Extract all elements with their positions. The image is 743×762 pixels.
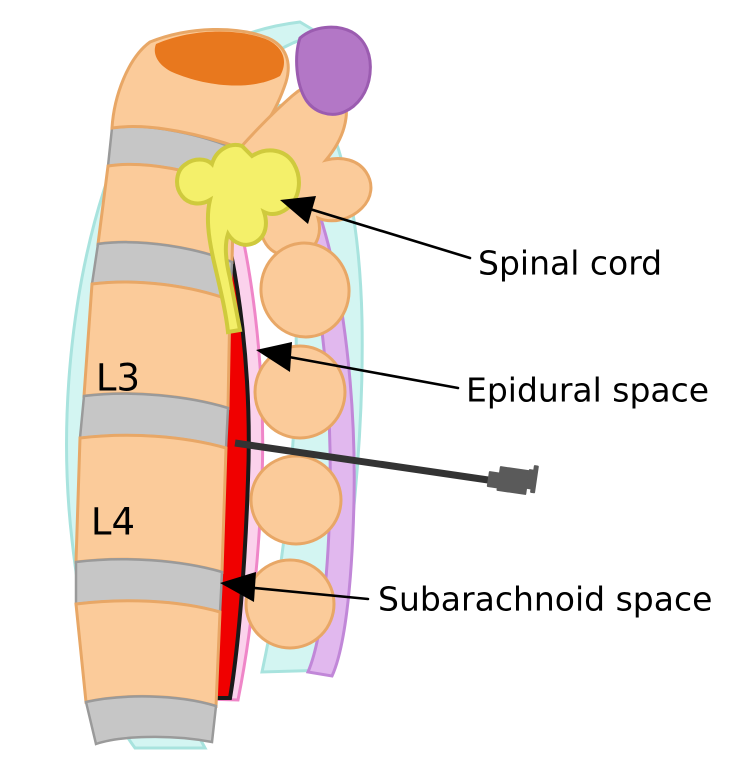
spinous-process-l3 (253, 344, 347, 440)
spinal-cord-label: Spinal cord (478, 244, 662, 283)
spinous-process-group (244, 241, 351, 650)
spinal-cord-shape (175, 143, 301, 335)
syringe-plunger-flange (530, 465, 539, 494)
vertebra-label-l3: L3 (96, 357, 140, 400)
callout-epidural-space: Epidural space (256, 342, 709, 410)
callout-subarachnoid-space: Subarachnoid space (220, 572, 712, 619)
callout-spinal-cord: Spinal cord (280, 196, 662, 283)
spinous-process-top-purple (295, 25, 372, 116)
spinous-process-l4 (249, 454, 343, 546)
syringe-barrel (496, 466, 530, 495)
vertebral-column (74, 25, 373, 746)
subarachnoid-space-leader-line (242, 585, 370, 601)
needle-shaft[interactable] (234, 439, 496, 485)
epidural-space-leader-line (276, 353, 460, 390)
cut-disc-surface (154, 31, 284, 86)
epidural-space-arrow-icon (256, 342, 292, 372)
spinal-cord-leader-line (298, 204, 472, 260)
subarachnoid-space-arrow-icon (220, 572, 256, 602)
spinal-cord-arrow-icon (280, 196, 316, 224)
spinous-process-l2 (259, 241, 351, 339)
syringe-hub[interactable] (486, 465, 539, 495)
disc-l5-s1 (84, 695, 218, 746)
epidural-space-label: Epidural space (466, 371, 709, 410)
spinal-needle-group[interactable] (234, 439, 539, 495)
vertebra-label-l4: L4 (91, 501, 135, 544)
vertebral-body-l5 (74, 599, 222, 708)
spinous-process-l5 (244, 558, 336, 650)
spinal-cord-group (175, 143, 301, 335)
subarachnoid-space-label: Subarachnoid space (378, 580, 712, 619)
